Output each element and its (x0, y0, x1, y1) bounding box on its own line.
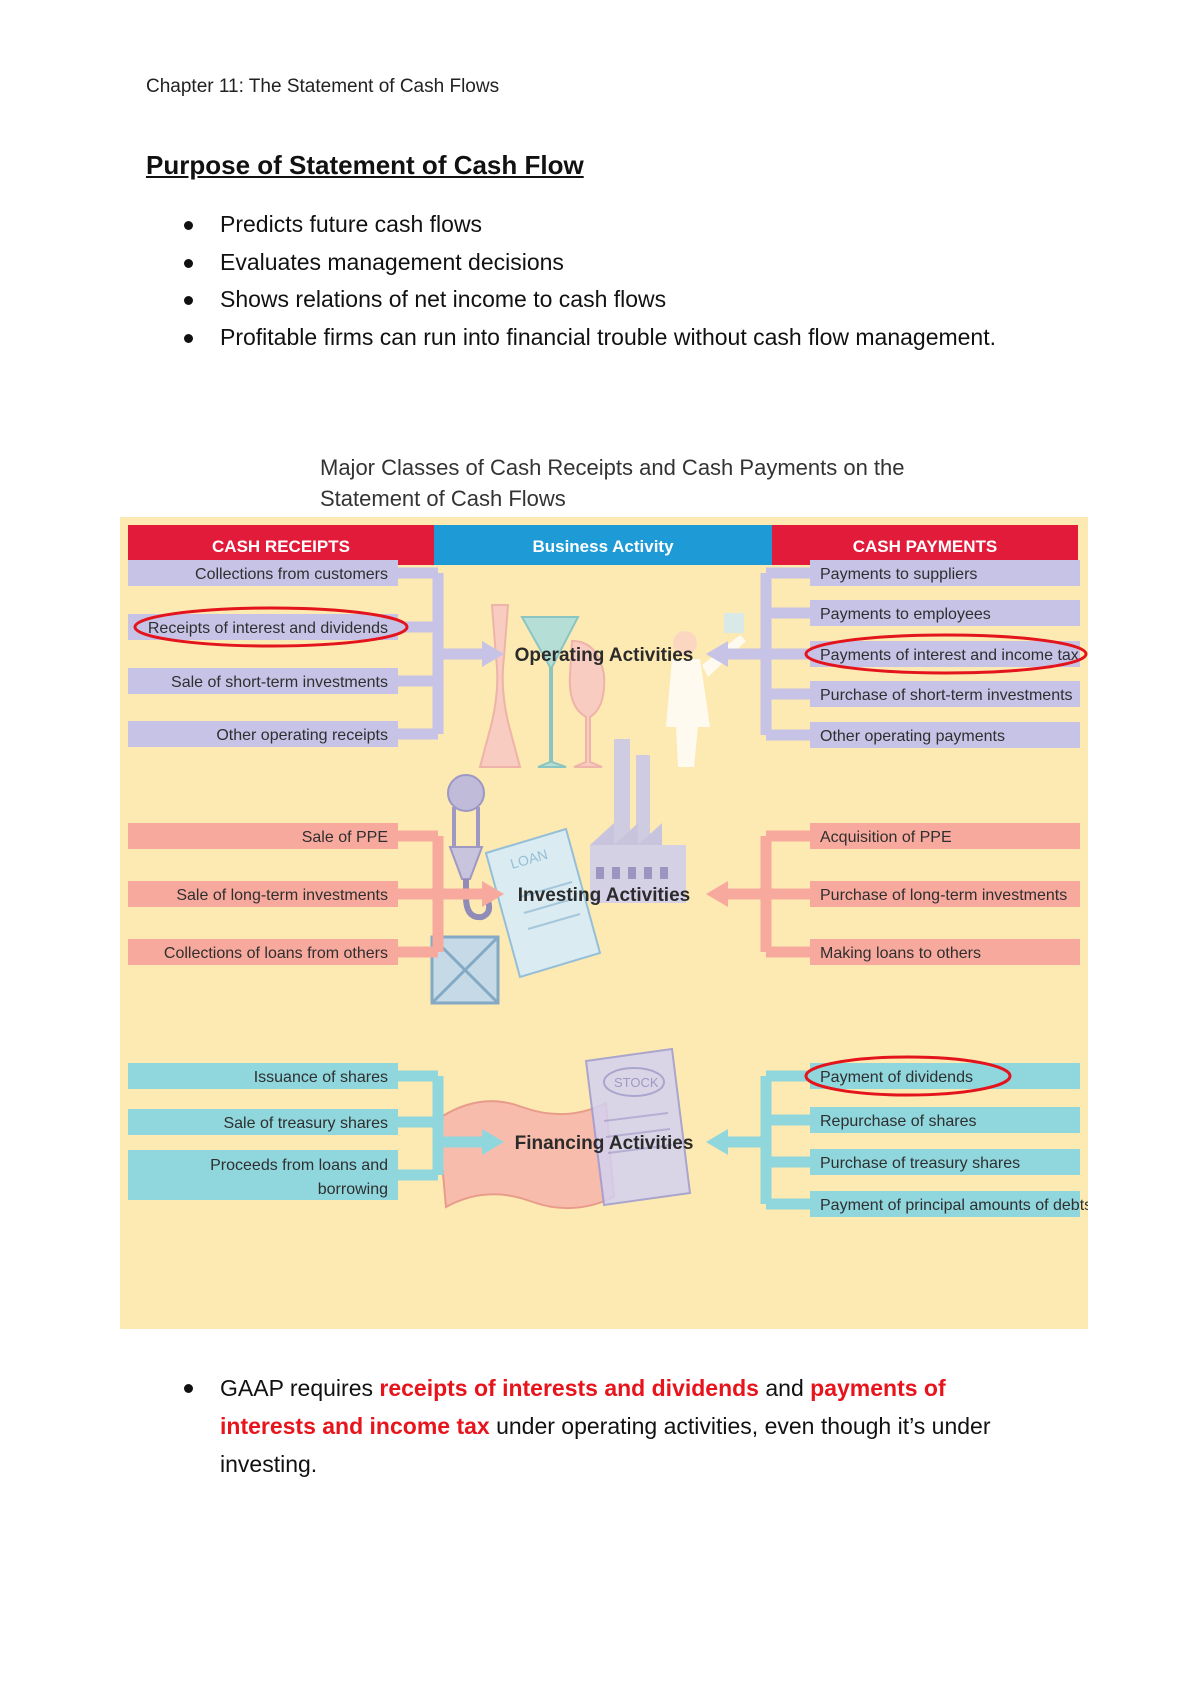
receipt-label: Sale of PPE (302, 829, 388, 846)
payment-box (810, 939, 1080, 965)
receipt-label: Proceeds from loans and borrowing (210, 1157, 388, 1198)
activity-group: Financing Activities Issuance of sharesSa… (128, 1055, 1088, 1217)
cash-payments-header (772, 525, 1078, 565)
receipt-label: Collections from customers (195, 566, 388, 583)
payment-box (810, 600, 1080, 626)
gaap-highlight-payments: payments of interests and income tax (220, 1375, 946, 1439)
receipt-box (128, 1109, 398, 1135)
list-item: Shows relations of net income to cash fl… (146, 281, 1006, 319)
arrow-right-icon (482, 881, 504, 907)
cash-receipts-header (128, 525, 434, 565)
cash-receipts-header-label: CASH RECEIPTS (212, 537, 350, 556)
receipt-box (128, 939, 398, 965)
payment-box (810, 722, 1080, 748)
gaap-text: and (758, 1375, 811, 1401)
receipt-label: Other operating receipts (216, 727, 388, 744)
arrow-right-icon (482, 641, 504, 667)
receipt-box (128, 1150, 398, 1200)
payment-box (810, 881, 1080, 907)
receipt-label: Receipts of interest and dividends (148, 620, 388, 637)
receipt-box (128, 560, 398, 586)
activity-label: Investing Activities (518, 885, 690, 906)
payment-label: Other operating payments (820, 728, 1005, 745)
activity-group: Operating Activities Collections from cus… (128, 560, 1088, 748)
business-activity-header-label: Business Activity (532, 537, 674, 556)
payment-label: Purchase of short-term investments (820, 687, 1073, 704)
figure-title: Major Classes of Cash Receipts and Cash … (320, 452, 960, 514)
purpose-list: Predicts future cash flows Evaluates man… (146, 206, 1006, 356)
payment-box (810, 1191, 1080, 1217)
payment-label: Acquisition of PPE (820, 829, 952, 846)
payment-box (810, 560, 1080, 586)
section-title: Purpose of Statement of Cash Flow (146, 150, 584, 180)
payment-label: Repurchase of shares (820, 1113, 977, 1130)
activity-group: Investing Activities Sale of PPE Sale of l… (128, 823, 1080, 965)
list-item: Profitable firms can run into financial … (146, 319, 1006, 357)
gaap-highlight-receipts: receipts of interests and dividends (379, 1375, 759, 1401)
payment-box (810, 823, 1080, 849)
arrow-left-icon (706, 1129, 728, 1155)
payment-box (810, 1107, 1080, 1133)
figure-title-line: Statement of Cash Flows (320, 486, 566, 511)
receipt-label: Sale of short-term investments (171, 674, 388, 691)
payment-label: Purchase of long-term investments (820, 887, 1067, 904)
cash-flow-diagram: LOAN STOCK CASH RECEIPTS Business Activi… (120, 517, 1088, 1329)
arrow-left-icon (706, 881, 728, 907)
gaap-text: under operating activities, even though … (220, 1413, 991, 1477)
receipt-label-line: Proceeds from loans and (210, 1157, 388, 1174)
highlight-circle (804, 633, 1088, 675)
payment-label: Payments of interest and income tax (820, 647, 1079, 664)
payment-label: Making loans to others (820, 945, 981, 962)
payment-label: Payments to suppliers (820, 566, 977, 583)
payment-label: Payments to employees (820, 606, 991, 623)
glassware-illustration (478, 604, 606, 768)
activity-groups: Operating Activities Collections from cus… (128, 560, 1088, 1217)
receipt-box (128, 823, 398, 849)
activity-label: Financing Activities (515, 1133, 694, 1154)
receipt-label: Collections of loans from others (164, 945, 388, 962)
loan-document-illustration: LOAN (484, 827, 602, 979)
money-bill-illustration (436, 1100, 616, 1210)
factory-illustration (590, 739, 686, 903)
payment-box (810, 1063, 1080, 1089)
list-item: Evaluates management decisions (146, 244, 1006, 282)
gaap-note: GAAP requires receipts of interests and … (146, 1369, 1046, 1483)
highlight-circle (804, 1055, 1012, 1097)
gaap-note-list: GAAP requires receipts of interests and … (146, 1369, 1046, 1483)
highlight-circle (133, 606, 409, 648)
receipt-box (128, 721, 398, 747)
arrow-left-icon (706, 641, 728, 667)
receipt-label-line: borrowing (318, 1181, 388, 1198)
gaap-text: GAAP requires (220, 1375, 380, 1401)
list-item: Predicts future cash flows (146, 206, 1006, 244)
figure-title-line: Major Classes of Cash Receipts and Cash … (320, 455, 905, 480)
business-activity-header (434, 525, 772, 565)
activity-label: Operating Activities (515, 645, 694, 666)
stock-certificate-illustration: STOCK (584, 1047, 692, 1207)
receipt-box (128, 614, 398, 640)
payment-label: Payment of dividends (820, 1069, 973, 1086)
stock-label: STOCK (614, 1075, 659, 1090)
payment-box (810, 1149, 1080, 1175)
receipt-box (128, 1063, 398, 1089)
payment-label: Purchase of treasury shares (820, 1155, 1020, 1172)
payment-box (810, 681, 1080, 707)
receipt-label: Sale of long-term investments (176, 887, 388, 904)
receipt-label: Issuance of shares (254, 1069, 388, 1086)
page-header: Chapter 11: The Statement of Cash Flows (146, 76, 500, 97)
arrow-right-icon (482, 1129, 504, 1155)
receipt-box (128, 881, 398, 907)
receipt-label: Sale of treasury shares (223, 1115, 388, 1132)
payment-box (810, 641, 1080, 667)
receipt-box (128, 668, 398, 694)
payment-label: Payment of principal amounts of debts (820, 1197, 1088, 1214)
cash-payments-header-label: CASH PAYMENTS (853, 537, 998, 556)
